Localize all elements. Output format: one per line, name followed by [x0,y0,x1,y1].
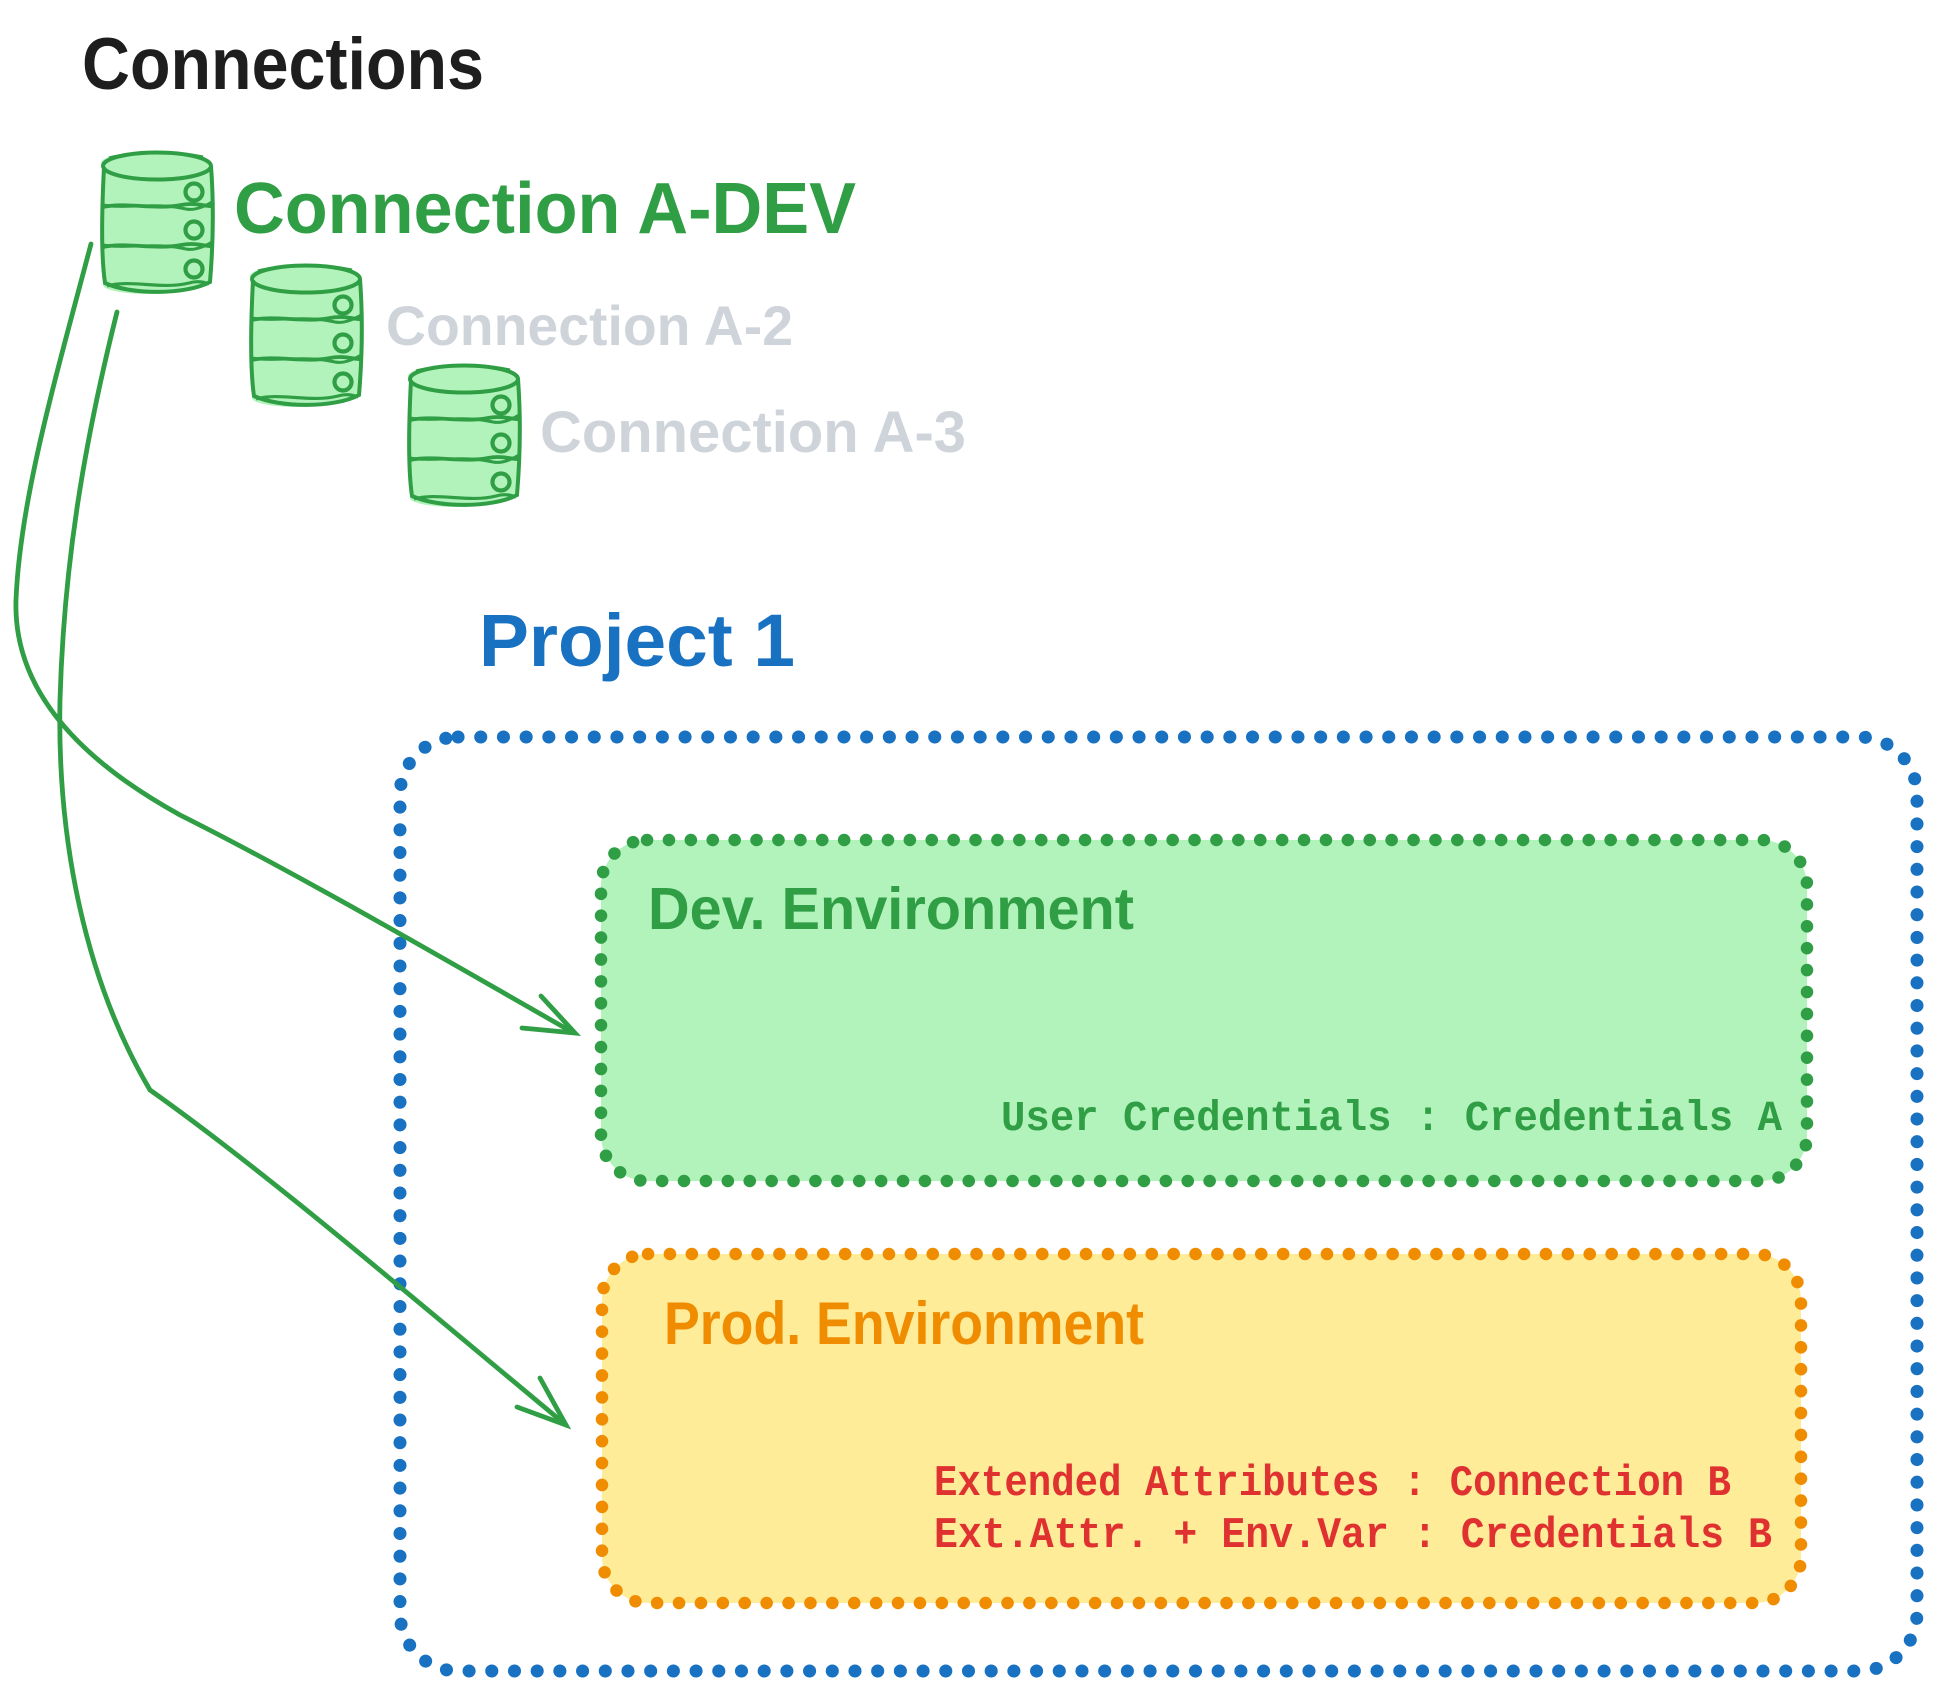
svg-text:Ext.Attr. + Env.Var : Credenti: Ext.Attr. + Env.Var : Credentials B [934,1511,1772,1561]
svg-text:Connection A-3: Connection A-3 [540,400,966,465]
svg-text:Extended Attributes : Connecti: Extended Attributes : Connection B [934,1459,1731,1509]
svg-text:Project 1: Project 1 [479,599,795,682]
svg-text:Connection A-2: Connection A-2 [386,294,793,357]
svg-text:Dev. Environment: Dev. Environment [648,876,1134,942]
svg-text:Connections: Connections [82,24,484,105]
svg-text:Connection A-DEV: Connection A-DEV [234,169,856,249]
svg-text:User Credentials : Credentials: User Credentials : Credentials A [1001,1094,1782,1143]
svg-text:Prod. Environment: Prod. Environment [664,1290,1144,1357]
